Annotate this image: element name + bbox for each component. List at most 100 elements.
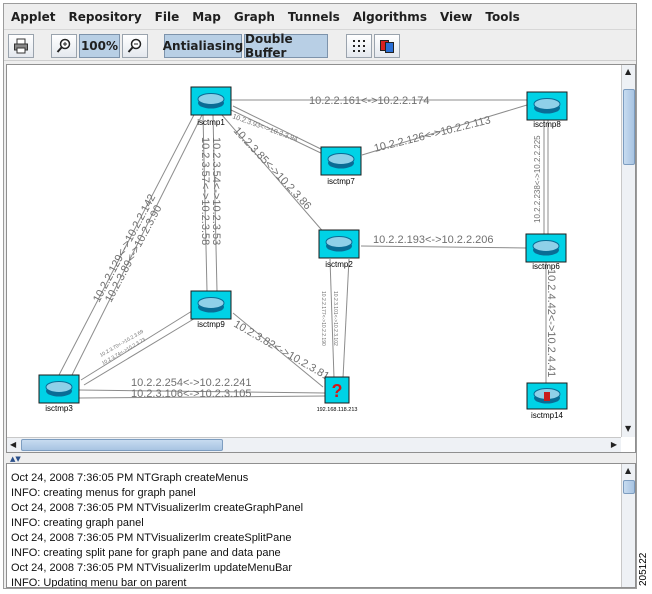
router-isctmp6[interactable]: isctmp6 [525, 233, 567, 271]
link-isctmp1-isctmp9-a[interactable] [202, 114, 208, 292]
link-isctmp1-isctmp2[interactable] [221, 114, 327, 236]
node-label: 192.168.118.213 [317, 407, 358, 413]
router-isctmp3[interactable]: isctmp3 [38, 374, 80, 413]
menu-algorithms[interactable]: Algorithms [352, 9, 427, 24]
log-line: Oct 24, 2008 7:36:05 PM NTVisualizerIm c… [11, 532, 292, 544]
label-l2-6: 10.2.2.193<->10.2.2.206 [373, 234, 494, 246]
log-line: Oct 24, 2008 7:36:05 PM NTGraph createMe… [11, 472, 249, 484]
log-line: INFO: creating split pane for graph pane… [11, 547, 281, 559]
scroll-up-arrow-icon[interactable]: ▲ [625, 67, 632, 76]
router-isctmp14[interactable]: isctmp14 [526, 382, 568, 420]
scroll-right-arrow-icon[interactable]: ▶ [610, 440, 617, 449]
label-l3-u-a: 10.2.2.254<->10.2.2.241 [131, 377, 252, 389]
printer-icon [14, 38, 28, 54]
graph-links [58, 99, 549, 399]
link-isctmp1-isctmp7-b[interactable] [232, 105, 326, 152]
magnifier-minus-icon [127, 38, 142, 53]
antialiasing-toggle[interactable]: Antialiasing [163, 34, 243, 58]
node-label: isctmp2 [325, 260, 353, 269]
menu-view[interactable]: View [439, 9, 473, 24]
log-line: INFO: Updating menu bar on parent [11, 577, 187, 588]
scroll-down-arrow-icon[interactable]: ▼ [625, 424, 632, 433]
label-l9-u: 10.2.3.82<->10.2.3.81 [232, 318, 332, 383]
scroll-up-arrow-icon[interactable]: ▲ [625, 466, 632, 475]
layers-button[interactable] [374, 34, 400, 58]
menu-repository[interactable]: Repository [68, 9, 142, 24]
link-isctmp2-unknown-a[interactable] [329, 258, 335, 379]
link-isctmp9-unknown[interactable] [232, 312, 324, 388]
node-label: isctmp8 [533, 120, 561, 129]
node-label: isctmp9 [197, 320, 225, 329]
applet-window: Applet Repository File Map Graph Tunnels… [3, 3, 637, 589]
label-l7-8: 10.2.2.126<->10.2.2.113 [373, 114, 492, 155]
label-l1-9b: 10.2.3.57<->10.2.3.58 [199, 137, 211, 245]
print-button[interactable] [8, 34, 34, 58]
topology-graph: 10.2.2.161<->10.2.2.174 10.2.3.93<->10.2… [38, 86, 568, 420]
router-isctmp1[interactable]: isctmp1 [190, 86, 232, 127]
link-isctmp1-isctmp3-a[interactable] [58, 108, 198, 376]
graph-vertical-scrollbar[interactable]: ▲ ▼ [621, 65, 635, 437]
graph-horizontal-scroll-thumb[interactable] [21, 439, 223, 451]
label-l1-2: 10.2.3.85<->10.2.3.86 [231, 125, 314, 212]
node-label: isctmp14 [531, 411, 564, 420]
log-lines: Oct 24, 2008 7:36:05 PM NTGraph createMe… [11, 471, 304, 588]
figure-number: 205122 [638, 552, 649, 586]
link-isctmp2-isctmp6[interactable] [360, 245, 528, 249]
zoom-level-button[interactable]: 100% [79, 34, 120, 58]
node-label: isctmp1 [197, 118, 225, 127]
router-isctmp2[interactable]: isctmp2 [318, 229, 360, 269]
menu-applet[interactable]: Applet [11, 9, 56, 24]
graph-panel[interactable]: 10.2.2.161<->10.2.2.174 10.2.3.93<->10.2… [6, 64, 636, 453]
collapse-arrows-icon[interactable]: ▲▼ [10, 455, 21, 463]
link-isctmp1-isctmp7[interactable] [228, 108, 326, 156]
router-isctmp7[interactable]: isctmp7 [320, 146, 362, 186]
menu-tools[interactable]: Tools [485, 9, 520, 24]
graph-nodes: isctmp1 isctmp8 isctmp7 [38, 86, 568, 420]
log-panel[interactable]: Oct 24, 2008 7:36:05 PM NTGraph createMe… [6, 463, 636, 588]
zoom-out-button[interactable] [122, 34, 148, 58]
link-isctmp3-unknown-b[interactable] [78, 395, 326, 399]
label-l1-8: 10.2.2.161<->10.2.2.174 [309, 95, 430, 107]
label-l3-u-b: 10.2.3.106<->10.2.3.105 [131, 388, 252, 400]
router-isctmp8[interactable]: isctmp8 [526, 91, 568, 129]
link-isctmp1-isctmp3-b[interactable] [70, 112, 204, 378]
link-isctmp3-unknown-a[interactable] [78, 389, 326, 394]
label-l2-u-a: 10.2.2.177<->10.2.2.190 [320, 291, 326, 346]
zoom-in-button[interactable] [51, 34, 77, 58]
menu-tunnels[interactable]: Tunnels [287, 9, 340, 24]
label-l1-3a: 10.2.2.129<->10.2.2.142 [91, 192, 158, 304]
double-buffer-toggle[interactable]: Double Buffer [244, 32, 328, 60]
scroll-left-arrow-icon[interactable]: ◀ [10, 440, 17, 449]
label-l8-6: 10.2.2.238<->10.2.2.225 [533, 135, 542, 223]
graph-horizontal-scrollbar[interactable]: ◀ ▶ [7, 437, 621, 452]
node-label: isctmp7 [327, 177, 355, 186]
menu-bar: Applet Repository File Map Graph Tunnels… [4, 4, 636, 29]
log-line: Oct 24, 2008 7:36:05 PM NTVisualizerIm c… [11, 502, 304, 514]
log-vertical-scroll-thumb[interactable] [623, 480, 635, 494]
link-isctmp2-unknown-b[interactable] [342, 258, 350, 379]
label-l6-14: 10.2.4.42<->10.2.4.41 [545, 269, 557, 377]
graph-vertical-scroll-thumb[interactable] [623, 89, 635, 165]
grid-dots-icon [353, 40, 365, 52]
unknown-device-icon: ? [332, 381, 343, 401]
node-label: isctmp3 [45, 404, 73, 413]
node-label: isctmp6 [532, 262, 560, 271]
layers-icon [380, 40, 394, 53]
router-isctmp9[interactable]: isctmp9 [190, 290, 232, 329]
menu-map[interactable]: Map [192, 9, 221, 24]
split-pane-divider[interactable]: ▲▼ [6, 455, 636, 463]
log-vertical-scrollbar[interactable]: ▲ [621, 464, 635, 587]
magnifier-plus-icon [56, 38, 71, 53]
menu-file[interactable]: File [154, 9, 180, 24]
link-isctmp7-isctmp8[interactable] [361, 104, 528, 156]
link-isctmp9-isctmp3-a[interactable] [80, 310, 193, 381]
menu-graph[interactable]: Graph [233, 9, 275, 24]
log-line: INFO: creating menus for graph panel [11, 487, 196, 499]
link-isctmp1-isctmp9-b[interactable] [212, 114, 218, 292]
log-line: Oct 24, 2008 7:36:05 PM NTVisualizerIm u… [11, 562, 293, 574]
grid-button[interactable] [346, 34, 372, 58]
unknown-device-192-168-118-213[interactable]: ? 192.168.118.213 [317, 376, 358, 413]
link-isctmp9-isctmp3-b[interactable] [83, 316, 198, 386]
log-line: INFO: creating graph panel [11, 517, 144, 529]
toolbar: 100% Antialiasing Double Buffer [4, 29, 636, 61]
